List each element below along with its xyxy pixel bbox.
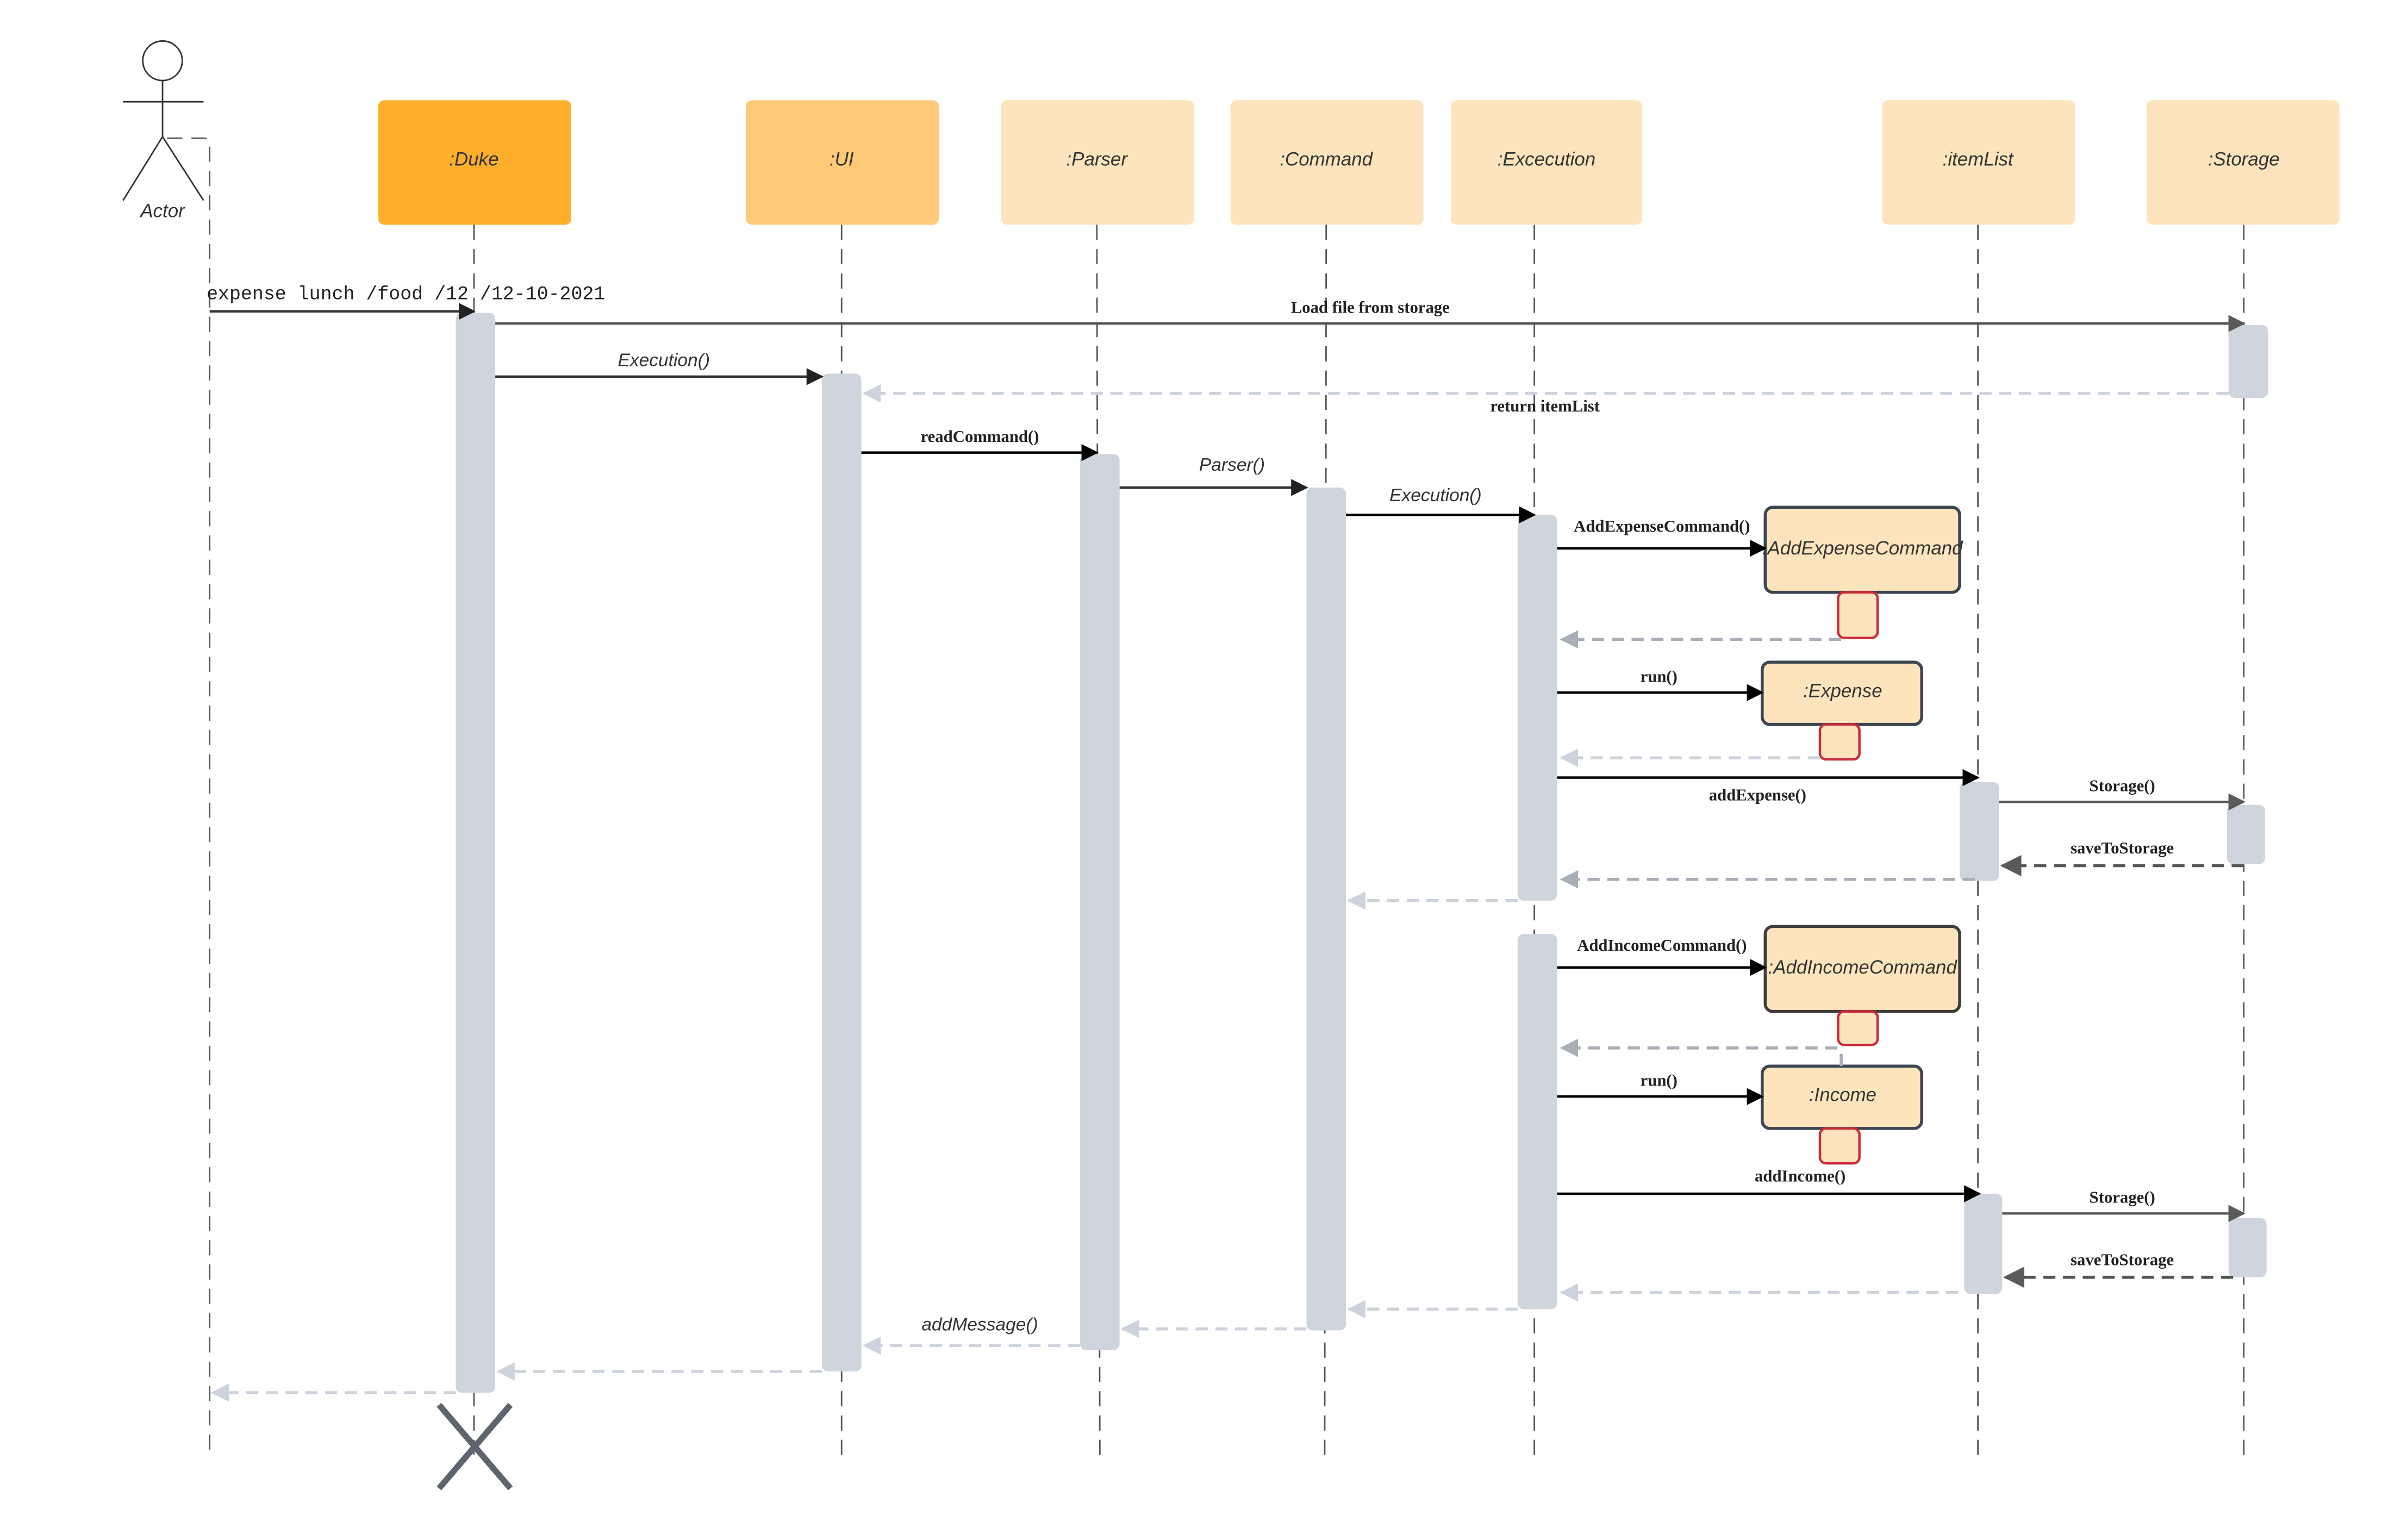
message-storage-2-label: Storage() xyxy=(2090,1188,2155,1207)
message-savetostorage-2-label: saveToStorage xyxy=(2071,1250,2174,1269)
participant-storage[interactable]: :Storage xyxy=(2146,100,2340,225)
message-run-expense-label: run() xyxy=(1641,667,1678,685)
message-addincome-label: addIncome() xyxy=(1755,1167,1845,1186)
object-income-label: :Income xyxy=(1809,1084,1876,1106)
message-load-file-label: Load file from storage xyxy=(1291,298,1450,317)
activation-addincomecommand xyxy=(1837,1010,1879,1046)
message-input: expense lunch /food /12 /12-10-2021 xyxy=(207,284,605,320)
message-input-label: expense lunch /food /12 /12-10-2021 xyxy=(207,284,605,305)
message-storage-1: Storage() xyxy=(1999,777,2246,810)
message-addincome: addIncome() xyxy=(1557,1167,1981,1202)
object-income[interactable]: :Income xyxy=(1760,1064,1924,1165)
object-addincomecommand-label: :AddIncomeCommand xyxy=(1768,957,1958,978)
return-addincomecommand-arrow xyxy=(1560,1039,1843,1067)
message-run-income: run() xyxy=(1557,1071,1764,1105)
participant-itemlist-label: :itemList xyxy=(1943,149,2014,170)
activations xyxy=(456,313,2268,1393)
message-return-itemlist: return itemList xyxy=(862,384,2229,415)
activation-execution-2 xyxy=(1517,934,1557,1310)
message-addmessage: addMessage() xyxy=(862,1314,1080,1355)
message-execution-2-label: Execution() xyxy=(1389,485,1482,506)
message-addmessage-label: addMessage() xyxy=(921,1314,1038,1335)
message-parser-label: Parser() xyxy=(1199,455,1265,475)
activation-command xyxy=(1306,487,1346,1331)
message-load-file: Load file from storage xyxy=(495,298,2246,332)
message-readcommand: readCommand() xyxy=(861,427,1099,462)
participant-parser[interactable]: :Parser xyxy=(1001,100,1194,225)
message-addincomecommand: AddIncomeCommand() xyxy=(1557,936,1767,976)
object-expense[interactable]: :Expense xyxy=(1760,660,1924,761)
object-expense-label: :Expense xyxy=(1803,680,1882,701)
actor-stick-figure-icon xyxy=(122,40,204,201)
activation-ui xyxy=(821,373,862,1371)
message-return-itemlist-label: return itemList xyxy=(1490,397,1600,415)
object-addexpensecommand-label: :AddExpenseCommand xyxy=(1762,538,1963,559)
participant-ui[interactable]: :UI xyxy=(746,100,939,225)
participant-duke-label: :Duke xyxy=(449,149,498,170)
object-addincomecommand[interactable]: :AddIncomeCommand xyxy=(1763,925,1961,1046)
actor: Actor xyxy=(122,40,211,1458)
activation-itemlist-2 xyxy=(1964,1193,2003,1294)
message-savetostorage-1: saveToStorage xyxy=(2000,839,2244,877)
message-execution-1: Execution() xyxy=(495,350,824,385)
message-execution-2: Execution() xyxy=(1346,485,1536,523)
participant-execution-label: :Excecution xyxy=(1498,149,1595,170)
message-run-income-label: run() xyxy=(1641,1071,1678,1090)
actor-lifeline xyxy=(167,137,211,1458)
activation-expense xyxy=(1818,723,1861,761)
message-readcommand-label: readCommand() xyxy=(921,427,1039,446)
activation-parser xyxy=(1080,454,1120,1350)
actor-label: Actor xyxy=(139,201,185,222)
participant-itemlist[interactable]: :itemList xyxy=(1882,100,2075,225)
participant-command-label: :Command xyxy=(1280,149,1373,170)
message-storage-2: Storage() xyxy=(2002,1188,2246,1222)
participant-duke[interactable]: :Duke xyxy=(378,100,571,225)
participant-ui-label: :UI xyxy=(830,149,854,170)
activation-execution-1 xyxy=(1517,515,1557,901)
message-storage-1-label: Storage() xyxy=(2090,777,2155,795)
activation-storage-2 xyxy=(2228,1218,2267,1277)
participant-storage-label: :Storage xyxy=(2208,149,2280,170)
activation-income xyxy=(1818,1127,1861,1165)
activation-storage-load xyxy=(2228,325,2268,398)
message-savetostorage-1-label: saveToStorage xyxy=(2071,839,2174,857)
object-addexpensecommand[interactable]: :AddExpenseCommand xyxy=(1762,506,1963,639)
message-execution-1-label: Execution() xyxy=(618,350,710,370)
participant-command[interactable]: :Command xyxy=(1230,100,1424,225)
participant-parser-label: :Parser xyxy=(1066,149,1128,170)
participant-execution[interactable]: :Excecution xyxy=(1450,100,1643,225)
message-addincomecommand-label: AddIncomeCommand() xyxy=(1577,936,1747,955)
message-addexpensecommand: AddExpenseCommand() xyxy=(1557,517,1767,557)
activation-itemlist-1 xyxy=(1960,782,1999,881)
message-addexpense: addExpense() xyxy=(1557,769,1980,804)
destroy-x-icon xyxy=(437,1402,513,1491)
message-addexpense-label: addExpense() xyxy=(1709,785,1806,804)
message-savetostorage-2: saveToStorage xyxy=(2003,1250,2234,1288)
activation-addexpensecommand xyxy=(1837,591,1879,639)
message-run-expense: run() xyxy=(1557,667,1764,701)
message-addexpensecommand-label: AddExpenseCommand() xyxy=(1574,517,1750,535)
activation-storage-1 xyxy=(2227,805,2265,864)
activation-duke xyxy=(456,313,496,1393)
message-parser: Parser() xyxy=(1119,455,1308,496)
